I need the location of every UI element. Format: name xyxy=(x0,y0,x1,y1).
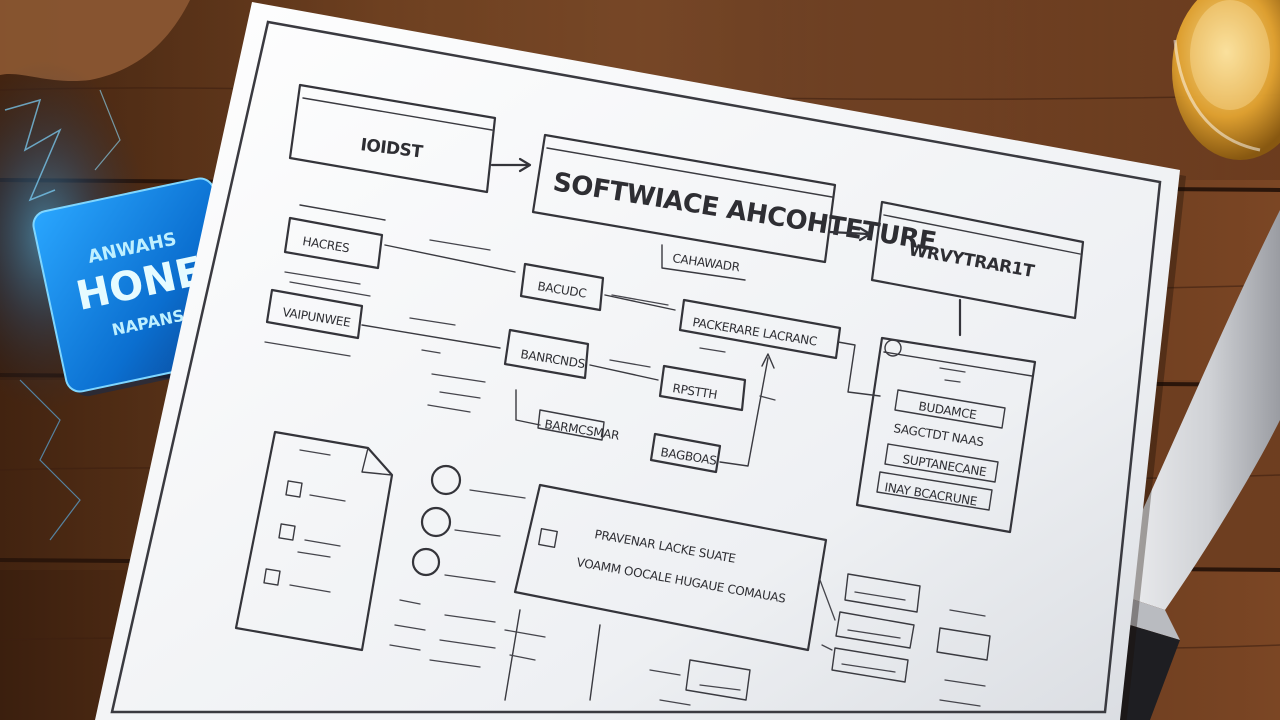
center-box-3-label: RPSTTH xyxy=(672,381,719,402)
connector-c6 xyxy=(719,357,769,467)
arrow-2 xyxy=(828,230,870,236)
document-shape xyxy=(234,430,394,652)
connector-c5 xyxy=(515,389,541,426)
bottom-right-boxes xyxy=(649,573,991,707)
scribbles xyxy=(409,239,776,413)
glass xyxy=(1172,0,1280,160)
connector-c2 xyxy=(604,294,676,311)
arrowhead-2 xyxy=(858,226,872,242)
connector-c3 xyxy=(361,324,501,349)
scribble-bottom xyxy=(504,629,546,661)
arrowhead-1 xyxy=(518,157,532,173)
circle-icons xyxy=(389,464,526,668)
connector-c1 xyxy=(384,244,516,273)
connector-under-title xyxy=(661,244,746,281)
arrowhead-c6 xyxy=(761,353,775,369)
box-center-3: RPSTTH xyxy=(658,364,747,412)
right-panel: BUDAMCE SAGCTDT NAAS SUPTANECANE INAY BC… xyxy=(855,336,1037,534)
connector-c4 xyxy=(589,364,659,381)
paper-sheet xyxy=(95,2,1186,720)
connector-panel xyxy=(837,341,881,397)
